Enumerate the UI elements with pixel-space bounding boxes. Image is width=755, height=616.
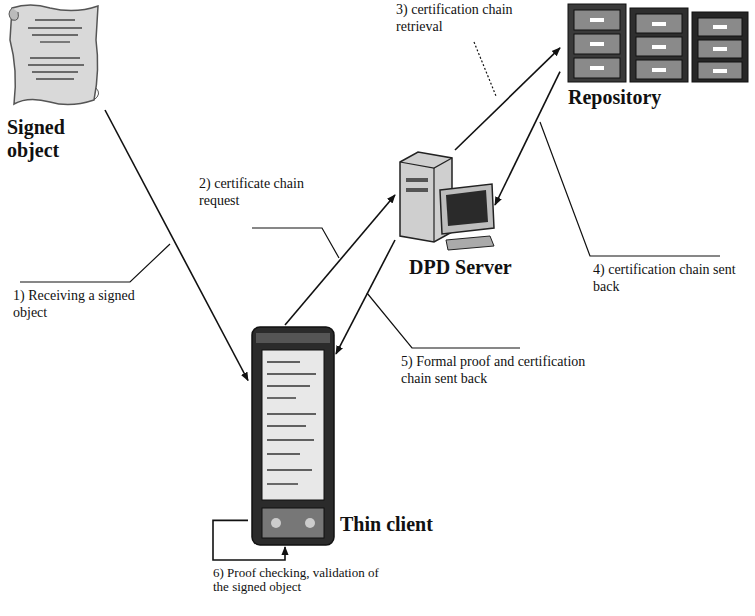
- node-label: DPD Server: [409, 256, 549, 279]
- node-label: Signed object: [7, 116, 119, 162]
- flow-arrow: [105, 110, 248, 381]
- flow-arrow: [455, 48, 560, 150]
- node-label: Thin client: [340, 513, 460, 536]
- step-label: 5) Formal proof and certification chain …: [400, 354, 592, 388]
- flow-arrow: [495, 72, 560, 205]
- repository-cabinets: [568, 4, 748, 82]
- step-label: 3) certification chain retrieval: [395, 2, 527, 36]
- flow-arrow: [336, 240, 395, 354]
- signed-document-icon: [9, 5, 99, 105]
- flow-arrow: [213, 520, 285, 560]
- step-label: 1) Receiving a signed object: [12, 288, 144, 322]
- client-node: Thin client: [248, 325, 336, 547]
- node-label: Repository: [568, 86, 728, 109]
- step-label: 2) certificate chain request: [198, 176, 335, 210]
- flow-arrow: [285, 195, 395, 325]
- server-node: DPD Server: [395, 150, 495, 250]
- pda-device: [252, 327, 334, 545]
- repository-node: Repository: [560, 2, 750, 84]
- server-computer: [400, 152, 494, 250]
- document-node: Signed object: [5, 2, 105, 110]
- step-label: 6) Proof checking, validation of the sig…: [212, 566, 384, 595]
- step-label: 4) certification chain sent back: [592, 262, 744, 296]
